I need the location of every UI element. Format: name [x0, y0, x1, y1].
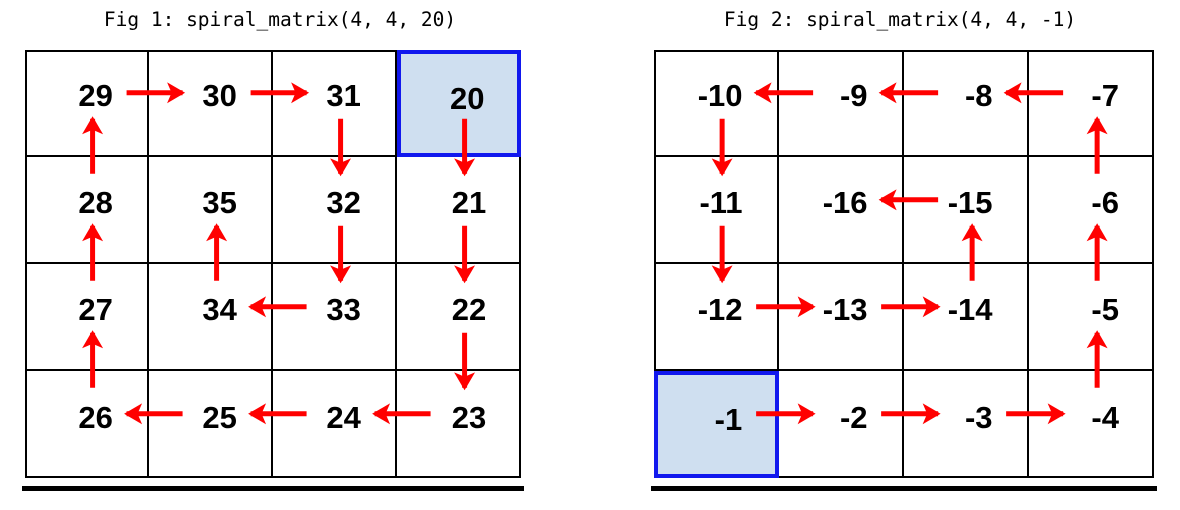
grid-cell: 34: [149, 264, 273, 371]
grid-cell: 33: [273, 264, 397, 371]
grid-cell: -10: [654, 50, 779, 157]
cell-value: -10: [697, 78, 743, 114]
cell-value: -15: [947, 185, 993, 221]
figure-2: Fig 2: spiral_matrix(4, 4, -1) -10 -9 -8 -7…: [620, 0, 1180, 510]
grid-cell: -8: [904, 50, 1029, 157]
grid-cell-highlighted: -1: [654, 371, 779, 478]
cell-value: 21: [451, 185, 487, 221]
grid-cell-highlighted: 20: [397, 50, 521, 157]
grid-cell: 22: [397, 264, 521, 371]
grid-cell: -2: [779, 371, 904, 478]
figure-2-title: Fig 2: spiral_matrix(4, 4, -1): [723, 8, 1077, 31]
cell-value: -12: [697, 292, 743, 328]
grid-cell: 35: [149, 157, 273, 264]
cell-value: 35: [202, 185, 237, 221]
cell-value: 33: [326, 292, 361, 328]
grid-cell: 31: [273, 50, 397, 157]
grid-cell: 32: [273, 157, 397, 264]
figure-2-grid: -10 -9 -8 -7 -11 -16 -15 -6 -12 -13 -14 -5 -1 -2 -3 -4: [654, 50, 1154, 478]
grid-cell: 27: [25, 264, 149, 371]
grid-cell: 24: [273, 371, 397, 478]
grid-cell: 28: [25, 157, 149, 264]
cell-value: 26: [78, 400, 113, 436]
cell-value: 34: [202, 292, 237, 328]
figure-1-grid: 29 30 31 20 28 35 32 21 27 34 33 22 26 25 24 23: [25, 50, 521, 478]
cell-value: -13: [822, 292, 868, 328]
figure-2-baseline-rule: [651, 486, 1157, 491]
cell-value: 23: [451, 400, 487, 436]
cell-value: -8: [964, 78, 993, 114]
cell-value: -3: [964, 400, 993, 436]
cell-value: 31: [326, 78, 361, 114]
grid-cell: -9: [779, 50, 904, 157]
cell-value: -4: [1091, 400, 1119, 436]
grid-cell: -3: [904, 371, 1029, 478]
cell-value: -1: [714, 401, 743, 437]
cell-value: 20: [450, 80, 485, 116]
cell-value: 29: [78, 78, 113, 114]
figure-1-baseline-rule: [22, 486, 524, 491]
cell-value: -11: [699, 185, 743, 221]
grid-cell: -7: [1029, 50, 1154, 157]
grid-cell: -14: [904, 264, 1029, 371]
cell-value: -7: [1091, 78, 1119, 114]
grid-cell: 23: [397, 371, 521, 478]
cell-value: 27: [78, 292, 113, 328]
grid-cell: 29: [25, 50, 149, 157]
grid-cell: 30: [149, 50, 273, 157]
grid-cell: -5: [1029, 264, 1154, 371]
grid-cell: -16: [779, 157, 904, 264]
cell-value: -2: [839, 400, 868, 436]
grid-cell: -4: [1029, 371, 1154, 478]
grid-cell: 26: [25, 371, 149, 478]
grid-cell: -6: [1029, 157, 1154, 264]
cell-value: -16: [822, 185, 868, 221]
cell-value: -5: [1091, 292, 1119, 328]
grid-cell: -13: [779, 264, 904, 371]
figure-1-title: Fig 1: spiral_matrix(4, 4, 20): [103, 8, 457, 31]
cell-value: -6: [1091, 185, 1119, 221]
grid-cell: -12: [654, 264, 779, 371]
cell-value: 24: [326, 400, 361, 436]
cell-value: 25: [202, 400, 237, 436]
cell-value: 28: [78, 185, 113, 221]
cell-value: -14: [947, 292, 993, 328]
grid-cell: 21: [397, 157, 521, 264]
grid-cell: -11: [654, 157, 779, 264]
cell-value: -9: [839, 78, 868, 114]
cell-value: 22: [451, 292, 487, 328]
grid-cell: -15: [904, 157, 1029, 264]
cell-value: 32: [326, 185, 361, 221]
grid-cell: 25: [149, 371, 273, 478]
cell-value: 30: [202, 78, 237, 114]
